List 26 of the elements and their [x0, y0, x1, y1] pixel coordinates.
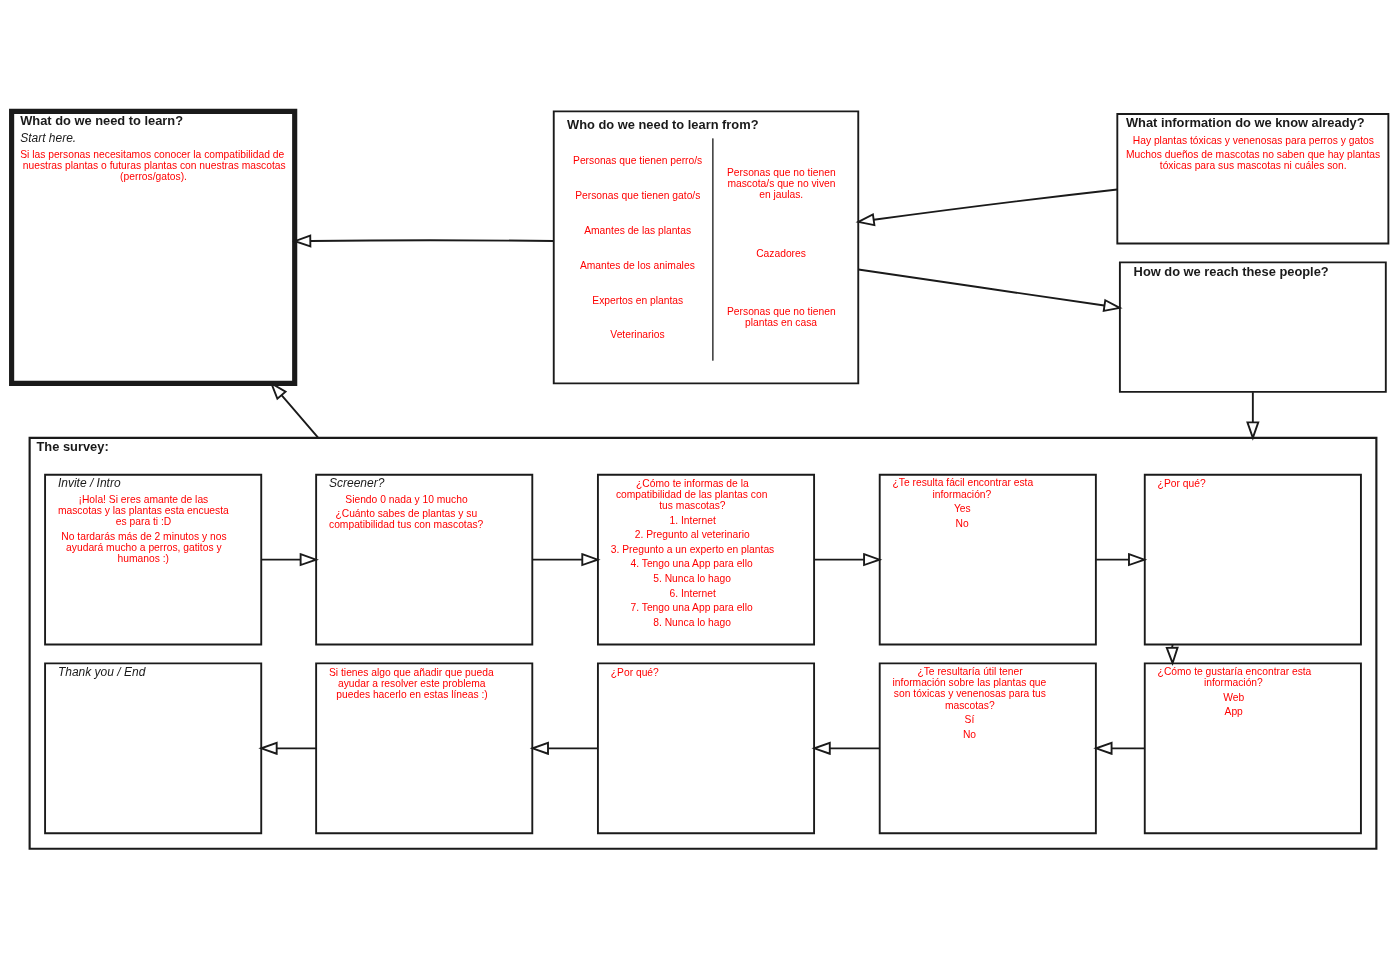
node-box: How do we reach these people? — [1118, 260, 1387, 393]
node-box: Si tienes algo que añadir que pueda ayudar a resolver este problema puedes hacerlo en estas líneas :) — [315, 661, 534, 834]
node-box: Screener? Siendo 0 nada y 10 mucho ¿Cuánto sabes de plantas y su compatibilidad tus con mascotas? — [315, 473, 534, 645]
node-box: ¿Cómo te gustaría encontrar esta información? Web App — [1143, 661, 1362, 834]
arrow — [813, 552, 883, 566]
arrow — [857, 268, 1123, 312]
arrow — [1095, 552, 1148, 566]
arrow — [529, 741, 599, 755]
node-box: ¿Por qué? — [596, 661, 816, 834]
arrow — [258, 741, 317, 755]
node-box: ¿Por qué? — [1143, 473, 1362, 645]
node-box: ¿Cómo te informas de la compatibilidad de las plantas con tus mascotas? 1. Internet 2. Pregunto al veterinario 3. Pregunto a un experto en plantas 4. Tengo una App para ello 5. Nunca lo hago 6. Internet 7. Tengo una App para ello 8. Nunca lo hago — [596, 473, 816, 645]
arrow — [1246, 390, 1260, 441]
node-box: ¿Te resultaría útil tener información sobre las plantas que son tóxicas y venenosas para tus mascotas? Sí No — [878, 661, 1097, 834]
node-box: Invite / Intro ¡Hola! Si eres amante de las mascotas y las plantas esta encuesta es para ti :D No tardarás más de 2 minutos y nos ayudará mucho a perros, gatitos y humanos :) — [44, 473, 263, 645]
arrow — [855, 188, 1119, 226]
node-box: What do we need to learn? Start here. Si las personas necesitamos conocer la compatibilidad de nuestras plantas o futuras plantas con nuestras mascotas (perros/gatos). — [9, 108, 298, 386]
arrow — [260, 552, 319, 566]
arrow — [1093, 741, 1146, 755]
arrow — [292, 233, 555, 248]
node-box: Who do we need to learn from? Personas que tienen perro/s Personas que tienen gato/s Amantes de las plantas Amantes de los animales Expertos en plantas Veterinarios Personas que no tienen mascota/s que no viven en jaulas. Cazadores Personas que no tienen plantas en casa — [552, 110, 860, 384]
node-box: ¿Te resulta fácil encontrar esta información? Yes No — [878, 473, 1097, 645]
node-box: What information do we know already? Hay plantas tóxicas y venenosas para perros y gatos Muchos dueños de mascotas no saben que hay plantas tóxicas para sus mascotas ni cuáles son. — [1116, 112, 1390, 244]
arrow — [531, 552, 601, 566]
node-box: Thank you / End — [44, 661, 263, 834]
arrow — [811, 741, 881, 755]
